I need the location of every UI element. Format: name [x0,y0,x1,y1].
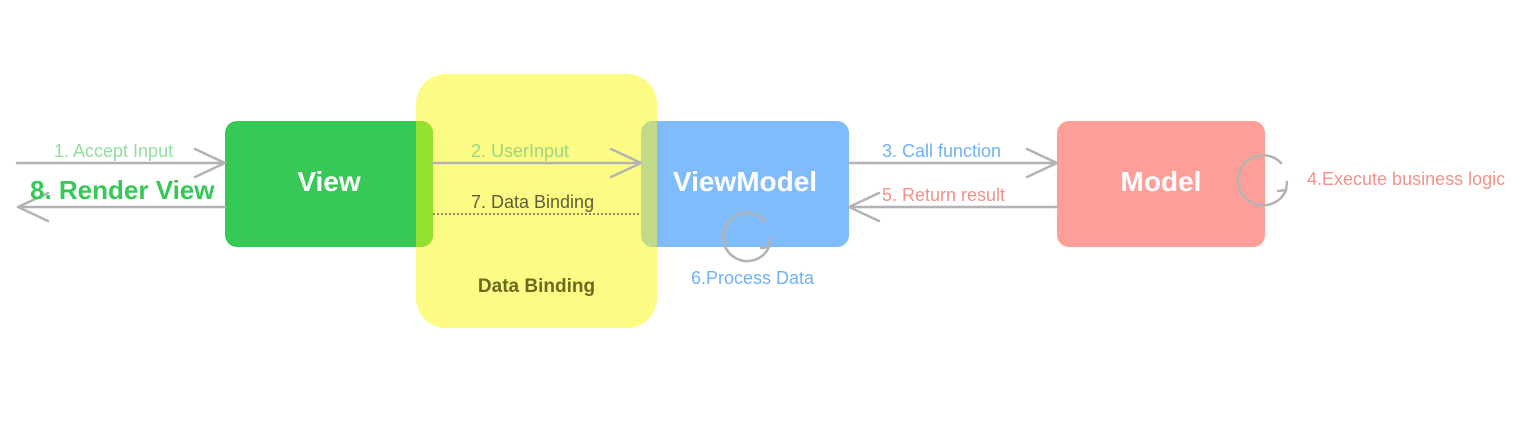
return-result-arrow [847,191,1059,223]
call-function-arrow [847,147,1059,179]
step-2-label: 2. UserInput [471,141,570,161]
step-1-label: 1. Accept Input [54,141,174,161]
step-5-label: 5. Return result [882,185,1006,205]
data-binding-box [416,74,657,328]
model-label: Model [1120,166,1202,197]
step-8-label: 8. Render View [30,175,215,205]
view-label: View [297,166,361,197]
model-box [1057,121,1265,247]
data-binding-label: Data Binding [477,276,596,297]
process-data-loop-icon [721,211,772,263]
viewmodel-label: ViewModel [672,166,818,197]
execute-logic-loop-icon [1236,154,1289,207]
viewmodel-box [641,121,849,247]
step-3-label: 3. Call function [882,141,1002,161]
accept-input-arrow [15,147,227,179]
viewmodel-binding-overlap [641,121,657,247]
step-6-label: 6.Process Data [691,268,815,288]
view-binding-overlap [416,121,433,247]
view-box [225,121,433,247]
user-input-arrow [431,147,643,179]
step-7-label: 7. Data Binding [471,192,595,212]
render-view-arrow [16,191,227,223]
step-4-label: 4.Execute business logic [1307,169,1506,189]
